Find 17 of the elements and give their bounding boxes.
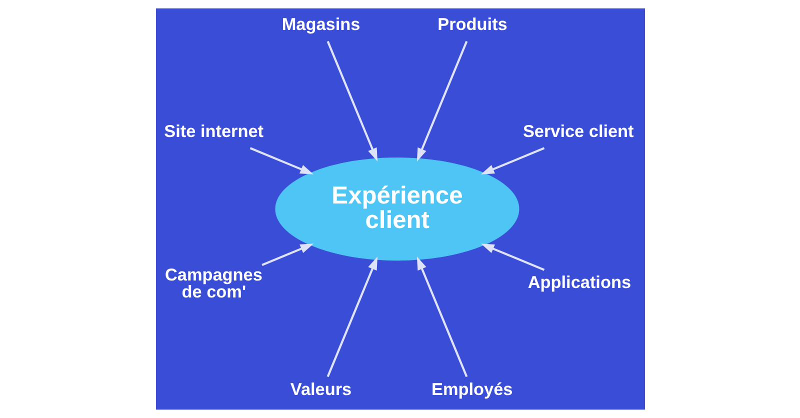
node-text: Employés (431, 379, 512, 400)
arrow (416, 40, 468, 162)
node-text: Campagnes de com' (164, 264, 262, 302)
arrow (326, 256, 378, 378)
node-text: Site internet (164, 120, 264, 141)
node-ellipse: Expérience client (274, 157, 519, 261)
node-text: Produits (437, 14, 507, 34)
arrow (416, 256, 468, 378)
arrow (261, 244, 314, 266)
node-text: Magasins (281, 14, 360, 34)
arrow (326, 40, 378, 162)
arrow (480, 147, 544, 174)
arrow (249, 147, 314, 174)
node-text: Service client (522, 120, 634, 141)
arrow (480, 244, 544, 271)
node-text: Valeurs (290, 379, 352, 400)
node-text: Applications (527, 272, 631, 292)
